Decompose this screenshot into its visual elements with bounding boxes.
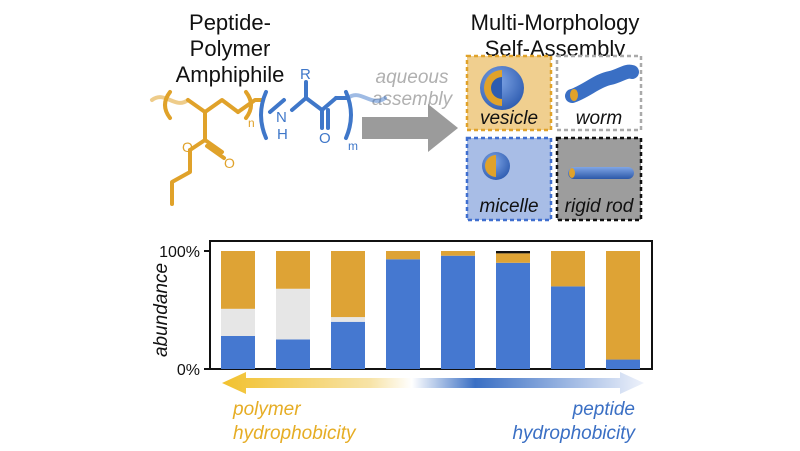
assembly-arrow	[362, 104, 458, 152]
peptide-right-bracket	[344, 90, 353, 140]
arrow-label-line1: aqueous	[375, 67, 449, 88]
box-micelle: micelle	[465, 136, 553, 222]
bar-6-vesicle	[496, 253, 530, 263]
bar-7-vesicle	[551, 251, 585, 287]
y-axis-label: abundance	[151, 263, 172, 357]
bar-group	[221, 251, 640, 369]
carbonyl-o-label: O	[224, 155, 235, 171]
peptide-n-bond	[268, 98, 286, 114]
left-title-line2: Amphiphile	[175, 62, 285, 87]
polymer-label-line2: hydrophobicity	[233, 423, 356, 444]
peptide-left-bracket	[259, 90, 268, 140]
polymer-link	[236, 98, 264, 114]
micelle-core	[485, 155, 496, 177]
bar-2-vesicle	[276, 251, 310, 289]
bar-5-vesicle	[441, 251, 475, 256]
bar-1-micelle	[221, 335, 255, 369]
bar-3-worm	[331, 317, 365, 322]
ethyl-chain	[170, 148, 192, 206]
bar-8-micelle	[606, 359, 640, 369]
ester-o-label: O	[182, 139, 193, 155]
arrow-label-line2: assembly	[371, 89, 453, 110]
rigid-rod-label: rigid rod	[565, 196, 635, 217]
m-subscript: m	[348, 139, 358, 153]
abundance-chart: 100% 0% abundance	[151, 240, 653, 379]
hydrophobicity-gradient-arrow	[222, 372, 644, 394]
vesicle-label: vesicle	[480, 108, 538, 129]
bar-4-vesicle	[386, 251, 420, 260]
bar-7-micelle	[551, 286, 585, 369]
rod-shape	[568, 167, 634, 179]
peptide-o-label: O	[319, 130, 331, 147]
box-worm: worm	[555, 54, 643, 132]
worm-shape	[565, 64, 639, 103]
bar-1-worm	[221, 308, 255, 336]
bar-6-micelle	[496, 262, 530, 369]
polymer-label-line1: polymer	[233, 399, 301, 420]
micelle-label: micelle	[479, 196, 538, 217]
r-group-label: R	[300, 66, 311, 83]
bar-2-worm	[276, 288, 310, 340]
nh-h-label: H	[277, 126, 288, 143]
tick-label-100: 100%	[159, 244, 200, 261]
ester-carbonyl-double	[205, 144, 226, 160]
worm-label: worm	[576, 108, 622, 129]
ester-carbonyl	[203, 138, 224, 154]
bar-1-vesicle	[221, 251, 255, 309]
bar-5-micelle	[441, 255, 475, 369]
vesicle-inner-layer	[491, 77, 502, 99]
bar-6-rigid-rod	[496, 251, 530, 254]
bar-2-micelle	[276, 339, 310, 369]
bar-3-vesicle	[331, 251, 365, 318]
peptide-wavy-end	[346, 93, 387, 103]
right-title-line1: Multi-Morphology	[470, 10, 640, 35]
box-vesicle: vesicle	[465, 54, 553, 132]
polymer-left-bracket	[163, 90, 172, 120]
polymer-hydrophobicity-label: polymer hydrophobicity	[233, 398, 356, 446]
bar-8-vesicle	[606, 251, 640, 360]
polymer-wavy-end	[150, 95, 190, 105]
worm-end-cap	[570, 89, 578, 101]
nh-n-label: N	[276, 109, 287, 126]
bar-3-micelle	[331, 321, 365, 369]
peptide-hydrophobicity-label: peptide hydrophobicity	[470, 398, 635, 446]
polymer-backbone	[186, 98, 240, 114]
n-subscript: n	[248, 116, 255, 130]
peptide-backbone	[290, 96, 338, 112]
peptide-label-line1: peptide	[572, 399, 635, 420]
box-rigid-rod: rigid rod	[555, 136, 643, 222]
left-title: Peptide-Polymer Amphiphile	[150, 10, 310, 88]
peptide-chain	[259, 80, 387, 140]
left-title-line1: Peptide-Polymer	[189, 10, 271, 61]
arrow-label: aqueous assembly	[362, 67, 462, 111]
bar-4-micelle	[386, 259, 420, 369]
peptide-label-line2: hydrophobicity	[512, 423, 635, 444]
polymer-chain	[150, 90, 264, 206]
rod-end-cap	[569, 168, 575, 178]
tick-label-0: 0%	[177, 362, 200, 379]
